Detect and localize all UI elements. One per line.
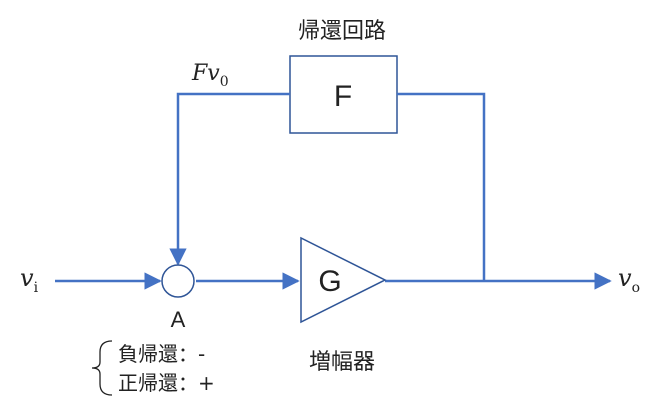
amplifier-symbol: G	[318, 265, 341, 298]
amplifier-label: 増幅器	[309, 350, 375, 375]
feedback-wire-f-to-junction	[169, 92, 290, 266]
feedback-block-title: 帰還回路	[298, 19, 386, 44]
feedback-signal-sub: 0	[220, 74, 229, 90]
feedback-mode-brace	[91, 340, 113, 396]
feedback-signal-label: Fv0	[191, 61, 229, 90]
amplifier: G	[300, 236, 387, 324]
feedback-block-symbol: F	[334, 80, 352, 113]
positive-feedback-label: 正帰還：+	[118, 371, 215, 395]
input-signal-sub: i	[34, 280, 39, 296]
output-signal-var: v	[618, 264, 632, 292]
input-signal-var: v	[20, 264, 34, 292]
feedback-path	[169, 92, 486, 281]
negative-feedback-label: 負帰還：-	[118, 342, 205, 366]
input-signal-label: vi	[20, 264, 39, 296]
feedback-wire-output-to-f	[397, 92, 486, 281]
feedback-signal-prefix: F	[191, 61, 208, 86]
summing-junction	[161, 264, 195, 298]
feedback-block: F	[289, 55, 398, 134]
feedback-signal-var: v	[207, 61, 220, 86]
output-signal-sub: o	[632, 280, 640, 296]
summing-junction-label: A	[171, 307, 186, 332]
output-signal-label: vo	[618, 264, 640, 296]
